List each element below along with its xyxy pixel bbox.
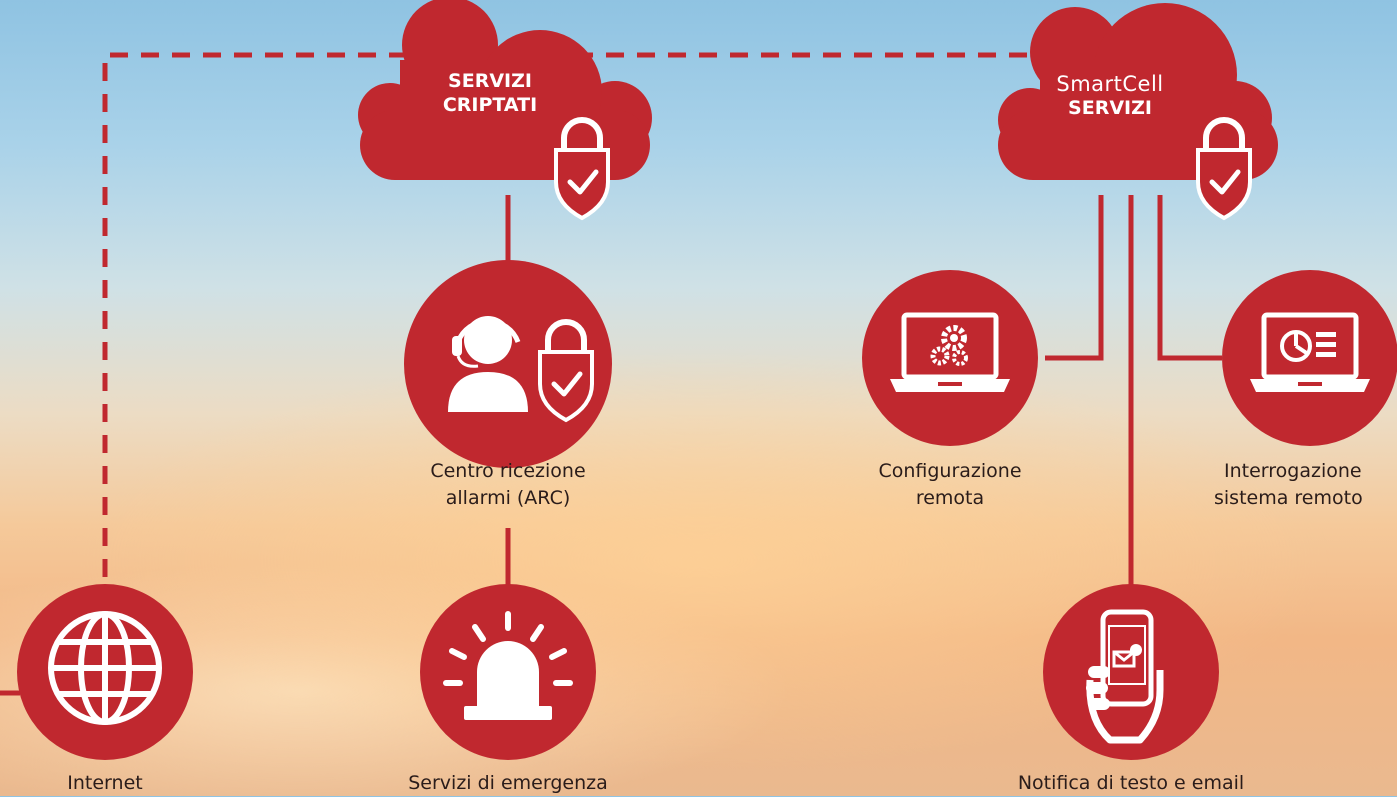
operator-headset-lock-icon bbox=[448, 316, 594, 423]
dashed-connector-clouds bbox=[102, 52, 1060, 608]
label-arc: Centro ricezione allarmi (ARC) bbox=[398, 458, 618, 512]
label-config: Configurazione remota bbox=[850, 458, 1050, 512]
node-emergency bbox=[420, 584, 596, 760]
label-interrogation: Interrogazione sistema remoto bbox=[1214, 458, 1397, 512]
node-notify bbox=[1043, 584, 1219, 760]
connector-cloud-to-interrogation bbox=[1157, 195, 1222, 361]
padlock-shield-icon bbox=[1196, 117, 1252, 221]
label-interrogation-line1: Interrogazione bbox=[1224, 460, 1362, 482]
connector-cloud-to-config bbox=[1045, 195, 1104, 361]
node-config bbox=[862, 270, 1038, 446]
node-interrogation bbox=[1222, 270, 1397, 446]
label-config-line2: remota bbox=[915, 487, 985, 509]
cloud-smartcell-line2: SERVIZI bbox=[1068, 97, 1152, 119]
siren-icon bbox=[443, 611, 573, 720]
node-internet bbox=[17, 584, 193, 760]
label-notify: Notifica di testo e email bbox=[1017, 772, 1245, 794]
label-emergency: Servizi di emergenza bbox=[408, 772, 608, 794]
cloud-encrypted-title: SERVIZI CRIPTATI bbox=[410, 69, 570, 117]
label-config-line1: Configurazione bbox=[878, 460, 1022, 482]
smartcell-brand: SmartCell bbox=[1056, 72, 1164, 96]
laptop-chart-icon bbox=[1250, 312, 1370, 392]
laptop-gears-icon bbox=[890, 312, 1010, 392]
globe-icon bbox=[48, 611, 162, 725]
cloud-smartcell-title: SmartCell SERVIZI bbox=[1040, 72, 1180, 120]
label-interrogation-line2: sistema remoto bbox=[1214, 487, 1363, 509]
node-arc bbox=[404, 260, 612, 468]
label-arc-line2: allarmi (ARC) bbox=[445, 487, 571, 509]
cloud-encrypted-line2: CRIPTATI bbox=[442, 94, 538, 116]
cloud-encrypted-line1: SERVIZI bbox=[448, 70, 532, 92]
phone-hand-icon bbox=[1086, 609, 1164, 744]
padlock-shield-icon bbox=[554, 117, 610, 221]
label-arc-line1: Centro ricezione bbox=[430, 460, 586, 482]
label-internet: Internet bbox=[67, 772, 143, 794]
cloud-smartcell-services bbox=[998, 3, 1278, 180]
